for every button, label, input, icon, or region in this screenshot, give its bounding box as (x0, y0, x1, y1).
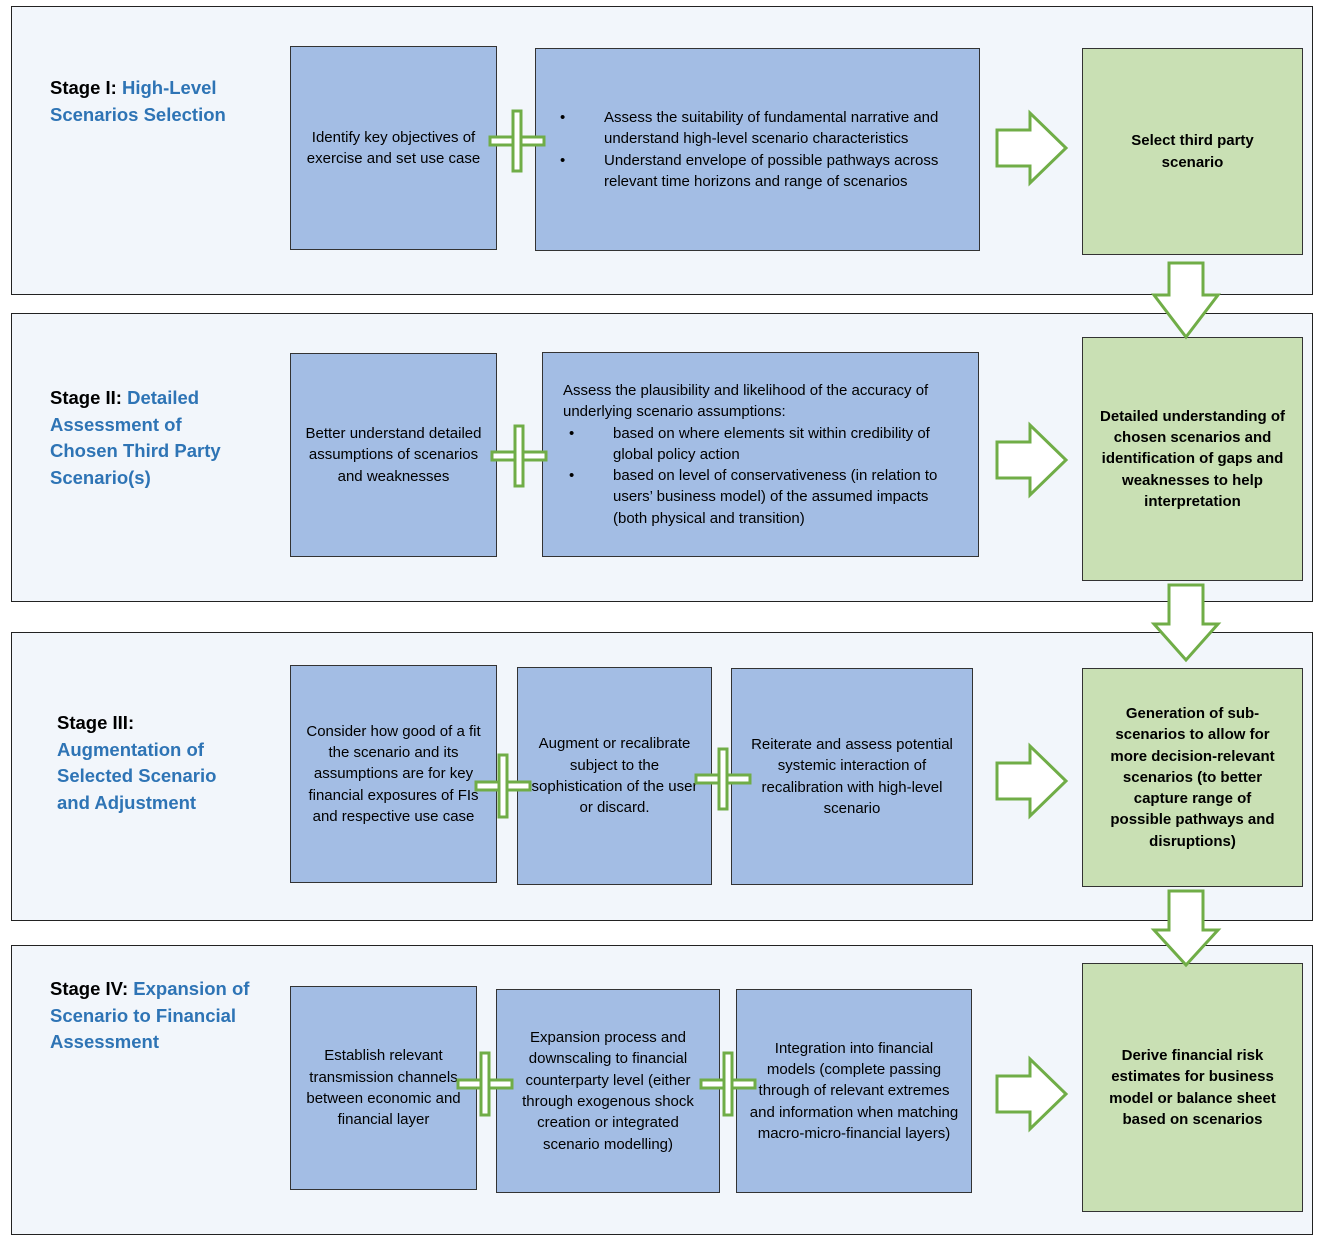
stage-3-title: Stage III: Augmentation of Selected Scen… (57, 712, 217, 813)
stage-2-box-2-lead: Assess the plausibility and likelihood o… (563, 381, 929, 421)
stage-1-title: Stage I: High-Level Scenarios Selection (50, 77, 226, 125)
stage-2-title: Stage II: Detailed Assessment of Chosen … (50, 387, 221, 488)
stage-4-box-2-text: Expansion process and downscaling to fin… (522, 1029, 694, 1153)
bullet-item: based on where elements sit within credi… (569, 423, 958, 466)
stage-4-box-3: Integration into financial models (compl… (736, 989, 972, 1193)
stage-3-box-2: Augment or recalibrate subject to the so… (517, 667, 712, 885)
stage-3-box-3: Reiterate and assess potential systemic … (731, 668, 973, 885)
stage-4-box-2: Expansion process and downscaling to fin… (496, 989, 720, 1193)
stage-4-box-1-text: Establish relevant transmission channels… (306, 1047, 461, 1129)
bullet-item: based on level of conservativeness (in r… (569, 465, 958, 529)
stage-1-box-2-bullets: Assess the suitability of fundamental na… (554, 107, 961, 192)
bullet-item: Understand envelope of possible pathways… (560, 150, 961, 193)
stage-3-box-1-text: Consider how good of a fit the scenario … (306, 722, 481, 825)
stage-2-box-1: Better understand detailed assumptions o… (290, 353, 497, 557)
stage-3-box-2-text: Augment or recalibrate subject to the so… (531, 735, 698, 817)
bullet-item: Assess the suitability of fundamental na… (560, 107, 961, 150)
stage-4-title: Stage IV: Expansion of Scenario to Finan… (50, 978, 250, 1052)
stage-4-box-3-text: Integration into financial models (compl… (749, 1039, 959, 1142)
stage-3-outcome: Generation of sub-scenarios to allow for… (1082, 668, 1303, 887)
stage-2-box-2: Assess the plausibility and likelihood o… (542, 352, 979, 557)
stage-4-box-1: Establish relevant transmission channels… (290, 986, 477, 1190)
stage-1-outcome: Select third party scenario (1082, 48, 1303, 255)
stage-2-box-2-content: Assess the plausibility and likelihood o… (563, 380, 958, 529)
stage-2-box-1-text: Better understand detailed assumptions o… (305, 425, 482, 485)
stage-1-box-1-text: Identify key objectives of exercise and … (306, 128, 481, 167)
stage-1-box-1: Identify key objectives of exercise and … (290, 46, 497, 250)
stage-2-box-2-bullets: based on where elements sit within credi… (563, 423, 958, 529)
stage-3-outcome-text: Generation of sub-scenarios to allow for… (1110, 704, 1275, 850)
stage-1-box-2: Assess the suitability of fundamental na… (535, 48, 980, 251)
stage-4-outcome-text: Derive financial risk estimates for busi… (1109, 1046, 1276, 1128)
stage-3-box-3-text: Reiterate and assess potential systemic … (751, 735, 953, 817)
stage-4-outcome: Derive financial risk estimates for busi… (1082, 963, 1303, 1212)
stage-2-outcome: Detailed understanding of chosen scenari… (1082, 337, 1303, 581)
stage-1-outcome-text: Select third party scenario (1131, 132, 1254, 171)
stage-3-box-1: Consider how good of a fit the scenario … (290, 665, 497, 883)
stage-2-outcome-text: Detailed understanding of chosen scenari… (1099, 407, 1285, 510)
